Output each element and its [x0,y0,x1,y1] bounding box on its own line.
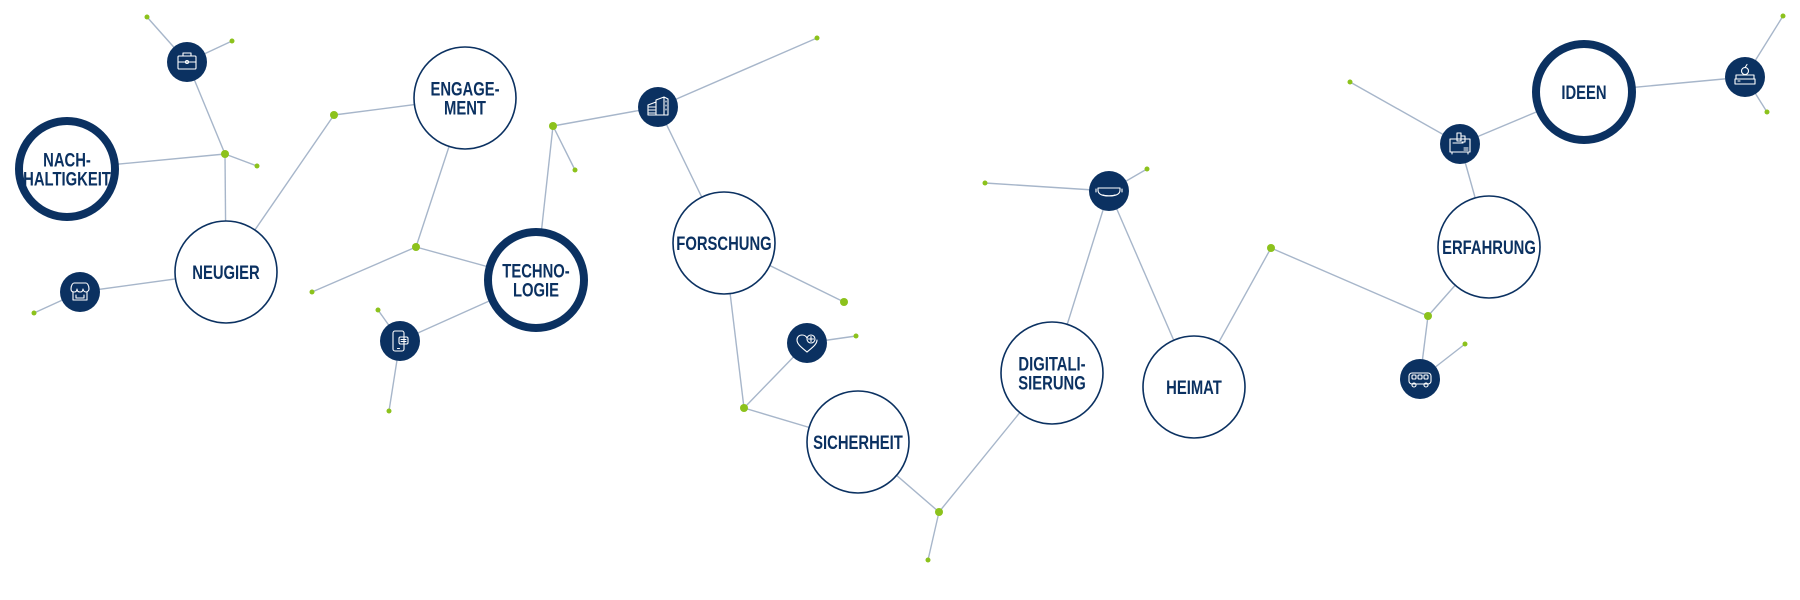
topic-label: MENT [444,98,486,119]
topic-circle [1000,321,1104,425]
topic-node-technologie[interactable]: TECHNO-LOGIE [484,228,588,332]
junction-dot [1780,13,1786,19]
junction-dot [925,557,931,563]
books-apple-icon [1725,57,1765,97]
junction-dot [1424,312,1432,320]
topic-label: NACH- [43,150,91,171]
topic-node-sicherheit[interactable]: SICHERHEIT [806,390,910,494]
topic-label: LOGIE [513,280,559,301]
junction-dot [982,180,988,186]
topic-label: ERFAHRUNG [1442,237,1536,258]
topic-circle [484,228,588,332]
topic-node-engagement[interactable]: ENGAGE-MENT [413,46,517,150]
junction-dot [814,35,820,41]
topic-circle [1532,40,1636,144]
topic-nodes: NACH-HALTIGKEIT NEUGIER ENGAGE-MENT TECHNO-… [15,40,1765,494]
junction-dot [221,150,229,158]
topic-circle [174,220,278,324]
junction-dot [309,289,315,295]
junction-dot [1144,166,1150,172]
junction-dot [1462,341,1468,347]
junction-dot [740,404,748,412]
topic-circle [15,117,119,221]
junction-dots [31,13,1786,563]
topic-circle [1437,195,1541,299]
topic-label: IDEEN [1561,82,1606,103]
junction-dot [1347,79,1353,85]
junction-dot [254,163,260,169]
topic-label: NEUGIER [192,262,259,283]
topic-node-nachhaltigkeit[interactable]: NACH-HALTIGKEIT [15,117,119,221]
connection-line [311,246,417,293]
junction-dot [375,307,381,313]
junction-dot [330,111,338,119]
junction-dot [31,310,37,316]
junction-dot [386,408,392,414]
topic-label: SICHERHEIT [813,432,903,453]
office-building-icon [638,87,678,127]
topic-node-forschung[interactable]: FORSCHUNG [672,191,776,295]
junction-dot [144,14,150,20]
topic-circle [806,390,910,494]
topic-label: DIGITALI- [1018,354,1085,375]
topic-label: TECHNO- [502,261,569,282]
topic-label: FORSCHUNG [676,233,771,254]
connection-line [224,153,258,167]
junction-dot [840,298,848,306]
connection-line [1349,81,1461,145]
topic-node-neugier[interactable]: NEUGIER [174,220,278,324]
topic-label: ENGAGE- [430,79,499,100]
connection-line [1270,247,1429,317]
junction-dot [572,167,578,173]
topic-node-heimat[interactable]: HEIMAT [1142,335,1246,439]
connection-line [552,125,576,171]
topic-circle [413,46,517,150]
junction-dot [229,38,235,44]
junction-dot [1267,244,1275,252]
cnc-machine-icon [1440,124,1480,164]
connection-line [984,182,1110,192]
junction-dot [549,122,557,130]
connection-line [657,37,818,108]
storefront-icon [60,272,100,312]
junction-dot [1764,109,1770,115]
vr-goggles-icon [1089,171,1129,211]
topic-label: HEIMAT [1166,377,1222,398]
junction-dot [935,508,943,516]
topic-node-erfahrung[interactable]: ERFAHRUNG [1437,195,1541,299]
bus-icon [1400,359,1440,399]
topic-node-ideen[interactable]: IDEEN [1532,40,1636,144]
topic-circle [672,191,776,295]
connection-line [927,511,940,561]
topic-node-digitalisierung[interactable]: DIGITALI-SIERUNG [1000,321,1104,425]
briefcase-icon [167,42,207,82]
topic-label: SIERUNG [1018,373,1085,394]
junction-dot [412,243,420,251]
junction-dot [853,333,859,339]
heart-plus-icon [787,323,827,363]
topic-label: HALTIGKEIT [23,169,111,190]
topic-circle [1142,335,1246,439]
smartphone-chat-icon [380,321,420,361]
